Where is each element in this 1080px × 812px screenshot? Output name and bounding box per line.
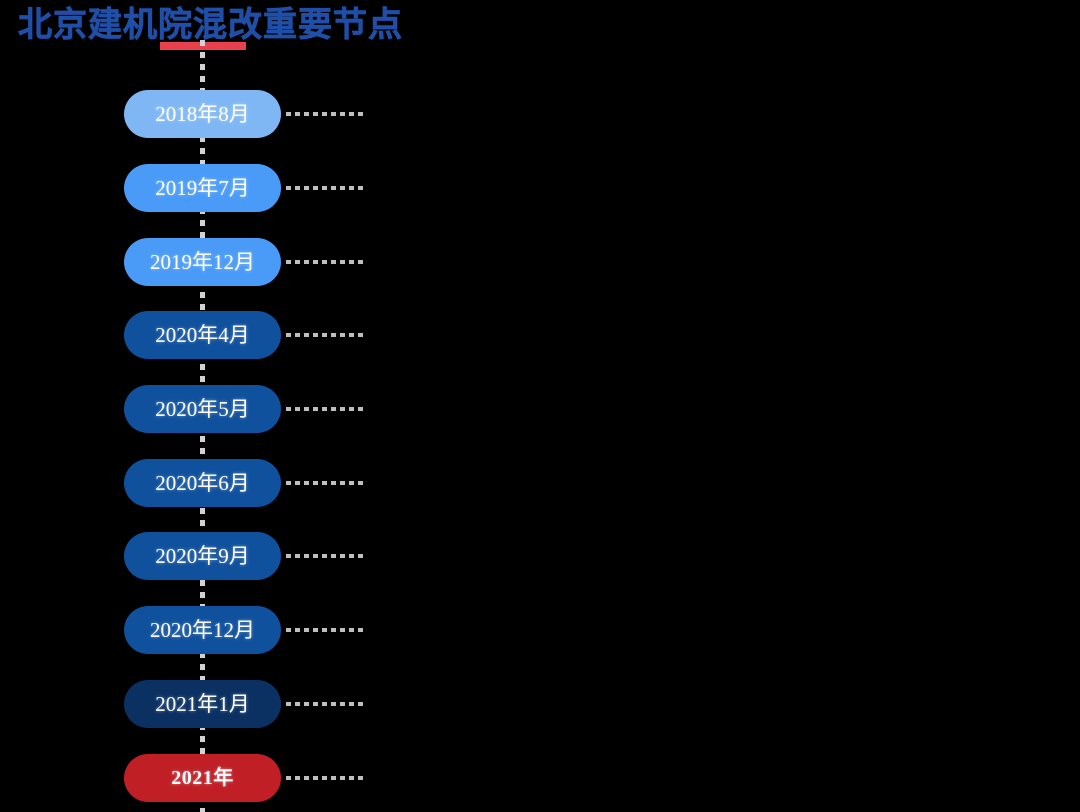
- timeline-connector-line: [286, 554, 364, 558]
- timeline-node-label: 2020年9月: [155, 543, 250, 568]
- timeline-connector-line: [286, 333, 364, 337]
- timeline-connector-line: [286, 702, 364, 706]
- timeline-connector-line: [286, 407, 364, 411]
- timeline-node-label: 2019年7月: [155, 175, 250, 200]
- timeline-connector-line: [286, 628, 364, 632]
- timeline-connector-line: [286, 186, 364, 190]
- timeline-node-pill[interactable]: 2020年6月: [124, 459, 281, 507]
- timeline-node[interactable]: 2018年8月: [124, 90, 544, 138]
- timeline-node-pill[interactable]: 2020年4月: [124, 311, 281, 359]
- timeline-node-pill[interactable]: 2021年1月: [124, 680, 281, 728]
- timeline-node-pill[interactable]: 2021年: [124, 754, 281, 802]
- timeline-node-pill[interactable]: 2020年12月: [124, 606, 281, 654]
- timeline-connector-line: [286, 481, 364, 485]
- timeline-node-pill[interactable]: 2020年9月: [124, 532, 281, 580]
- timeline-node[interactable]: 2020年9月: [124, 532, 544, 580]
- timeline-connector-line: [286, 112, 364, 116]
- timeline-node-pill[interactable]: 2020年5月: [124, 385, 281, 433]
- timeline-node[interactable]: 2020年12月: [124, 606, 544, 654]
- timeline-node[interactable]: 2019年7月: [124, 164, 544, 212]
- timeline-node-label: 2020年12月: [150, 617, 255, 642]
- timeline-connector-line: [286, 260, 364, 264]
- timeline-node-pill[interactable]: 2018年8月: [124, 90, 281, 138]
- timeline-node-label: 2019年12月: [150, 249, 255, 274]
- timeline-node[interactable]: 2021年: [124, 754, 544, 802]
- timeline-node-label: 2020年4月: [155, 322, 250, 347]
- page-title: 北京建机院混改重要节点: [18, 5, 403, 45]
- timeline-node[interactable]: 2019年12月: [124, 238, 544, 286]
- timeline-node[interactable]: 2020年5月: [124, 385, 544, 433]
- timeline-node-pill[interactable]: 2019年7月: [124, 164, 281, 212]
- timeline-node[interactable]: 2020年6月: [124, 459, 544, 507]
- timeline-connector-line: [286, 776, 364, 780]
- timeline-node-label: 2020年6月: [155, 470, 250, 495]
- timeline-node-label: 2018年8月: [155, 101, 250, 126]
- timeline-node-label: 2020年5月: [155, 396, 250, 421]
- timeline-node-label: 2021年: [171, 766, 234, 789]
- timeline-node[interactable]: 2021年1月: [124, 680, 544, 728]
- timeline-node[interactable]: 2020年4月: [124, 311, 544, 359]
- timeline-node-pill[interactable]: 2019年12月: [124, 238, 281, 286]
- timeline-node-label: 2021年1月: [155, 691, 250, 716]
